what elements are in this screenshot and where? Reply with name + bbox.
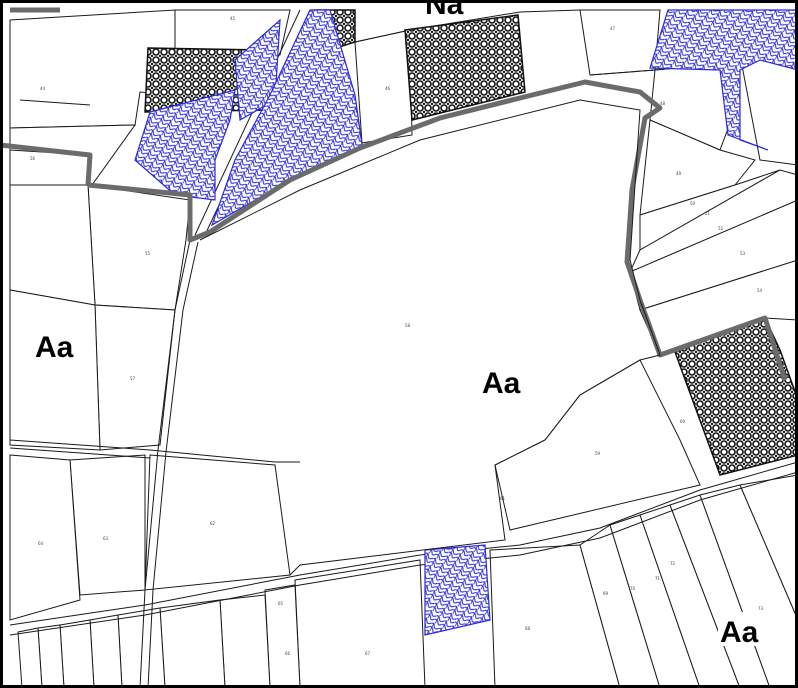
parcel[interactable] — [9, 184, 96, 306]
road — [354, 9, 581, 43]
zone-labels: Na Aa Aa Aa — [35, 0, 770, 649]
parcel-number: 51 — [705, 211, 711, 216]
parcel-numbers: 44 45 46 47 48 49 50 51 52 53 54 55 56 5… — [30, 16, 764, 656]
parcels-right — [629, 119, 798, 356]
zone-label-bottom-right: Aa — [720, 616, 759, 649]
central-parcel-outline — [199, 99, 661, 576]
parcel-number: 60 — [680, 419, 686, 424]
parcel[interactable] — [219, 594, 271, 688]
parcel-number: 68 — [525, 626, 531, 631]
parcel-number: 69 — [603, 591, 609, 596]
parcel[interactable] — [699, 484, 798, 688]
parcel[interactable] — [489, 544, 621, 688]
parcel[interactable] — [609, 514, 701, 688]
protected-zones-blue — [134, 9, 798, 636]
parcel[interactable] — [579, 9, 661, 76]
parcel-number: 62 — [210, 521, 216, 526]
zone-label-center: Aa — [482, 367, 521, 400]
hatched-zone-blue[interactable] — [424, 544, 491, 636]
parcel[interactable] — [9, 454, 81, 621]
parcel-number: 70 — [630, 586, 636, 591]
parcel-number: 67 — [365, 651, 371, 656]
parcels-top-center — [354, 9, 798, 166]
road — [19, 99, 91, 106]
parcels-center — [9, 359, 701, 621]
parcel-number: 72 — [670, 561, 676, 566]
parcel-number: 73 — [758, 606, 764, 611]
road — [147, 241, 199, 688]
parcel[interactable] — [17, 627, 43, 688]
road — [9, 447, 151, 459]
label-background — [718, 612, 770, 646]
parcel[interactable] — [639, 119, 756, 216]
road — [139, 239, 191, 688]
parcel-number: 59 — [595, 451, 601, 456]
parcel-number: 55 — [145, 251, 151, 256]
parcel[interactable] — [159, 599, 226, 688]
parcel[interactable] — [69, 454, 146, 596]
parcel-number: 57 — [130, 376, 136, 381]
parcels-top-left — [9, 9, 291, 451]
parcel-number: 50 — [690, 201, 696, 206]
parcel[interactable] — [9, 289, 101, 451]
parcel-number: 58 — [405, 323, 411, 328]
parcel[interactable] — [639, 504, 741, 688]
parcel-number: 71 — [655, 576, 661, 581]
parcel-number: 64 — [38, 541, 44, 546]
parcel-number: 48 — [660, 101, 666, 106]
hatched-zone-blue[interactable] — [649, 9, 798, 151]
zone-label-top: Na — [425, 0, 464, 21]
parcel-number: 49 — [676, 171, 682, 176]
parcel-number: 61 — [500, 496, 506, 501]
hatched-zone-blue[interactable] — [134, 89, 236, 201]
parcel[interactable] — [59, 619, 95, 688]
label-background — [420, 0, 480, 16]
parcel[interactable] — [144, 454, 291, 591]
parcel-number: 66 — [285, 651, 291, 656]
parcels-bottom — [17, 474, 798, 688]
parcel-number: 46 — [385, 86, 391, 91]
parcel-number: 45 — [230, 16, 236, 21]
parcel[interactable] — [354, 29, 413, 144]
parcel[interactable] — [37, 624, 65, 688]
zone-label-left: Aa — [35, 331, 74, 364]
parcel-number: 53 — [740, 251, 746, 256]
parcel[interactable] — [117, 607, 166, 688]
road — [9, 439, 300, 463]
parcel-number: 65 — [278, 601, 284, 606]
parcel-number: 44 — [40, 86, 46, 91]
hatched-zone-black[interactable] — [404, 14, 526, 121]
parcel-number: 52 — [718, 226, 724, 231]
parcel[interactable] — [579, 524, 661, 688]
parcel-number: 54 — [757, 288, 763, 293]
parcel[interactable] — [294, 559, 426, 688]
parcel[interactable] — [89, 614, 123, 688]
parcel-number: 63 — [103, 536, 109, 541]
parcel[interactable] — [87, 184, 191, 311]
parcel-number: 56 — [30, 156, 36, 161]
parcel-number: 47 — [610, 26, 616, 31]
